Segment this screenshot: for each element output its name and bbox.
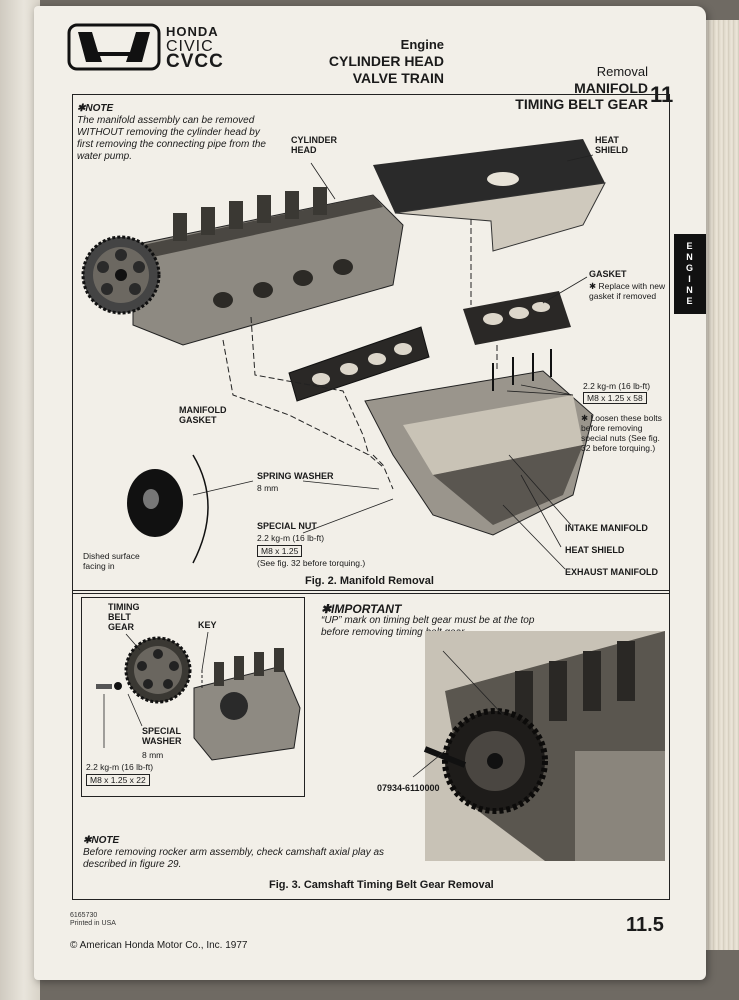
label-cylinder-head: CYLINDER HEAD xyxy=(291,135,338,155)
engine-side-tab: E N G I N E xyxy=(674,234,706,314)
fig3-important: ✱IMPORTANT “UP” mark on timing belt gear… xyxy=(321,602,535,638)
brand-civic: CIVIC xyxy=(166,38,214,55)
label-gasket: GASKET xyxy=(589,269,627,279)
fig3-gear-illustration xyxy=(96,631,301,761)
honda-h-logo-icon xyxy=(67,23,161,71)
cylinder-head-drawing xyxy=(81,187,404,346)
manifold-assembly-drawing xyxy=(364,349,594,536)
label-intake-manifold: INTAKE MANIFOLD xyxy=(565,523,648,533)
label-heat-shield-top: HEAT SHIELD xyxy=(595,135,629,155)
brand-block: HONDA CIVIC CVCC xyxy=(166,24,224,72)
label-manifold-gasket: MANIFOLD GASKET xyxy=(179,405,227,425)
label-spring-washer-size: 8 mm xyxy=(257,483,279,493)
fig3-note: ✱NOTE Before removing rocker arm assembl… xyxy=(83,835,385,870)
label-bolt-22: M8 x 1.25 x 22 xyxy=(86,774,150,786)
label-special-washer: SPECIAL WASHER xyxy=(142,726,182,746)
label-torque-22: 2.2 kg-m (16 lb-ft) xyxy=(86,762,154,772)
label-torque-58: 2.2 kg-m (16 lb-ft) xyxy=(583,381,651,391)
figure-3-timing-belt-gear-removal: TIMING BELT GEAR KEY SPECIAL WASHER 8 mm… xyxy=(72,590,670,900)
label-gasket-note: ✱ Replace with new gasket if removed xyxy=(589,281,666,301)
manual-page: HONDA CIVIC CVCC Engine CYLINDER HEAD VA… xyxy=(34,6,706,980)
section-title: Removal MANIFOLD TIMING BELT GEAR xyxy=(515,64,648,112)
page-number: 11.5 xyxy=(626,914,664,936)
footer-code: 6165730 Printed in USA xyxy=(70,912,116,927)
adjacent-page-edge xyxy=(0,0,40,1000)
label-key: KEY xyxy=(198,620,217,630)
manifold-gasket-drawing xyxy=(288,326,430,402)
label-dished-surface: Dished surface facing in xyxy=(83,551,140,571)
label-tool-number: 07934-6110000 xyxy=(377,783,440,793)
label-loosen-note: ✱ Loosen these bolts before removing spe… xyxy=(581,413,662,453)
label-special-nut-thread: M8 x 1.25 xyxy=(257,545,303,557)
chapter-title: Engine CYLINDER HEAD VALVE TRAIN xyxy=(328,37,444,86)
brand-cvcc: CVCC xyxy=(166,51,224,72)
fig3-caption: Fig. 3. Camshaft Timing Belt Gear Remova… xyxy=(269,879,494,891)
fig3-gear-exploded-panel: TIMING BELT GEAR KEY SPECIAL WASHER 8 mm… xyxy=(81,597,305,797)
fig2-note: ✱NOTE The manifold assembly can be remov… xyxy=(77,103,266,162)
fig3-photo-timing-gear xyxy=(423,631,665,861)
copyright: © American Honda Motor Co., Inc. 1977 xyxy=(70,940,248,951)
label-heat-shield-bottom: HEAT SHIELD xyxy=(565,545,625,555)
dished-spacer-drawing xyxy=(127,454,209,564)
label-bolt-58: M8 x 1.25 x 58 xyxy=(583,392,647,404)
fig2-caption: Fig. 2. Manifold Removal xyxy=(305,575,434,587)
fig3-leader-lines xyxy=(412,650,504,778)
label-special-nut-note: (See fig. 32 before torquing.) xyxy=(257,558,366,568)
label-spring-washer: SPRING WASHER xyxy=(257,471,334,481)
brand-honda: HONDA xyxy=(166,24,219,39)
label-special-nut-torque: 2.2 kg-m (16 lb-ft) xyxy=(257,533,325,543)
gasket-drawing xyxy=(463,291,571,345)
label-exhaust-manifold: EXHAUST MANIFOLD xyxy=(565,567,658,577)
label-special-washer-size: 8 mm xyxy=(142,750,164,760)
fig2-exploded-illustration xyxy=(81,139,606,570)
label-timing-belt-gear: TIMING BELT GEAR xyxy=(108,602,140,632)
label-special-nut: SPECIAL NUT xyxy=(257,521,317,531)
heat-shield-plate xyxy=(373,139,606,252)
figure-2-manifold-removal: ✱NOTE The manifold assembly can be remov… xyxy=(72,94,670,594)
